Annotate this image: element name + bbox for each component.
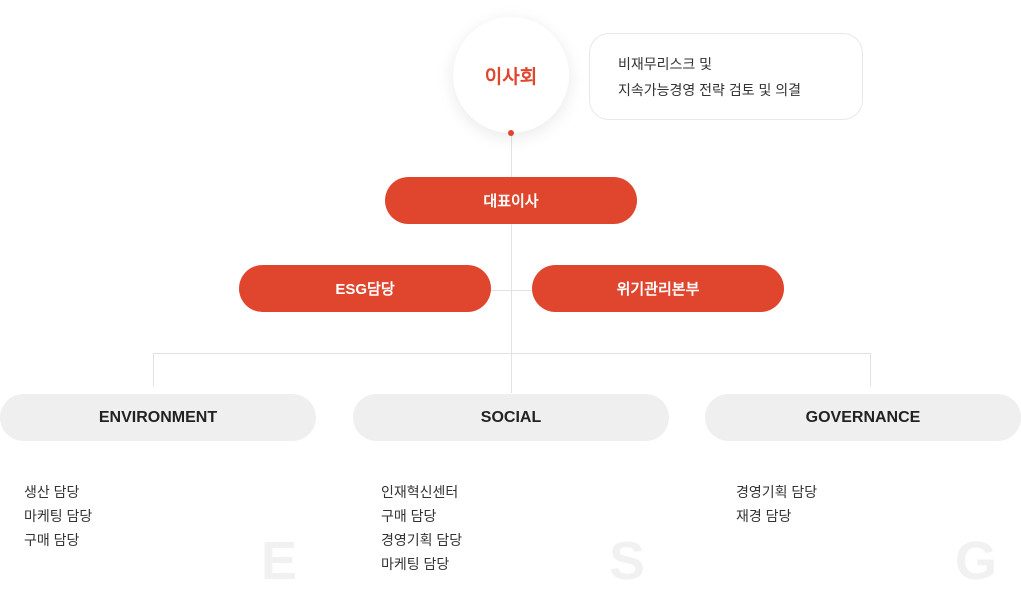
- ceo-node: 대표이사: [385, 177, 637, 224]
- list-item: 경영기획 담당: [381, 532, 463, 548]
- list-item: 경영기획 담당: [736, 484, 818, 500]
- division-label: SOCIAL: [480, 408, 542, 426]
- connector-right: [870, 353, 871, 387]
- connector-divisions: [153, 353, 871, 354]
- social-list: 인재혁신센터 구매 담당 경영기획 담당 마케팅 담당: [381, 480, 462, 576]
- list-item: 인재혁신센터: [381, 484, 459, 500]
- list-item: 구매 담당: [381, 508, 437, 524]
- governance-list: 경영기획 담당 재경 담당: [736, 480, 817, 528]
- esg-node: ESG담당: [239, 265, 491, 312]
- division-label: GOVERNANCE: [805, 408, 921, 426]
- risk-label: 위기관리본부: [616, 281, 700, 298]
- board-title: 이사회: [484, 66, 538, 88]
- division-environment: ENVIRONMENT: [0, 394, 316, 441]
- list-item: 구매 담당: [24, 532, 80, 548]
- connector-left: [153, 353, 154, 387]
- description-line: 지속가능경영 전략 검토 및 의결: [618, 82, 801, 98]
- division-label: ENVIRONMENT: [98, 408, 218, 426]
- list-item: 마케팅 담당: [24, 508, 93, 524]
- board-description: 비재무리스크 및 지속가능경영 전략 검토 및 의결: [589, 33, 863, 120]
- division-social: SOCIAL: [353, 394, 669, 441]
- list-item: 재경 담당: [736, 508, 792, 524]
- esg-label: ESG담당: [335, 281, 395, 298]
- connector-second-level: [490, 290, 532, 291]
- watermark-e: E: [261, 531, 298, 591]
- description-line: 비재무리스크 및: [618, 56, 713, 72]
- list-item: 마케팅 담당: [381, 556, 450, 572]
- watermark-s: S: [609, 531, 646, 591]
- board-node: 이사회: [453, 17, 569, 133]
- watermark-g: G: [955, 531, 998, 591]
- board-dot: [508, 130, 514, 136]
- list-item: 생산 담당: [24, 484, 80, 500]
- ceo-label: 대표이사: [483, 193, 539, 210]
- environment-list: 생산 담당 마케팅 담당 구매 담당: [24, 480, 92, 552]
- risk-node: 위기관리본부: [532, 265, 784, 312]
- connector-vertical: [511, 133, 512, 393]
- division-governance: GOVERNANCE: [705, 394, 1021, 441]
